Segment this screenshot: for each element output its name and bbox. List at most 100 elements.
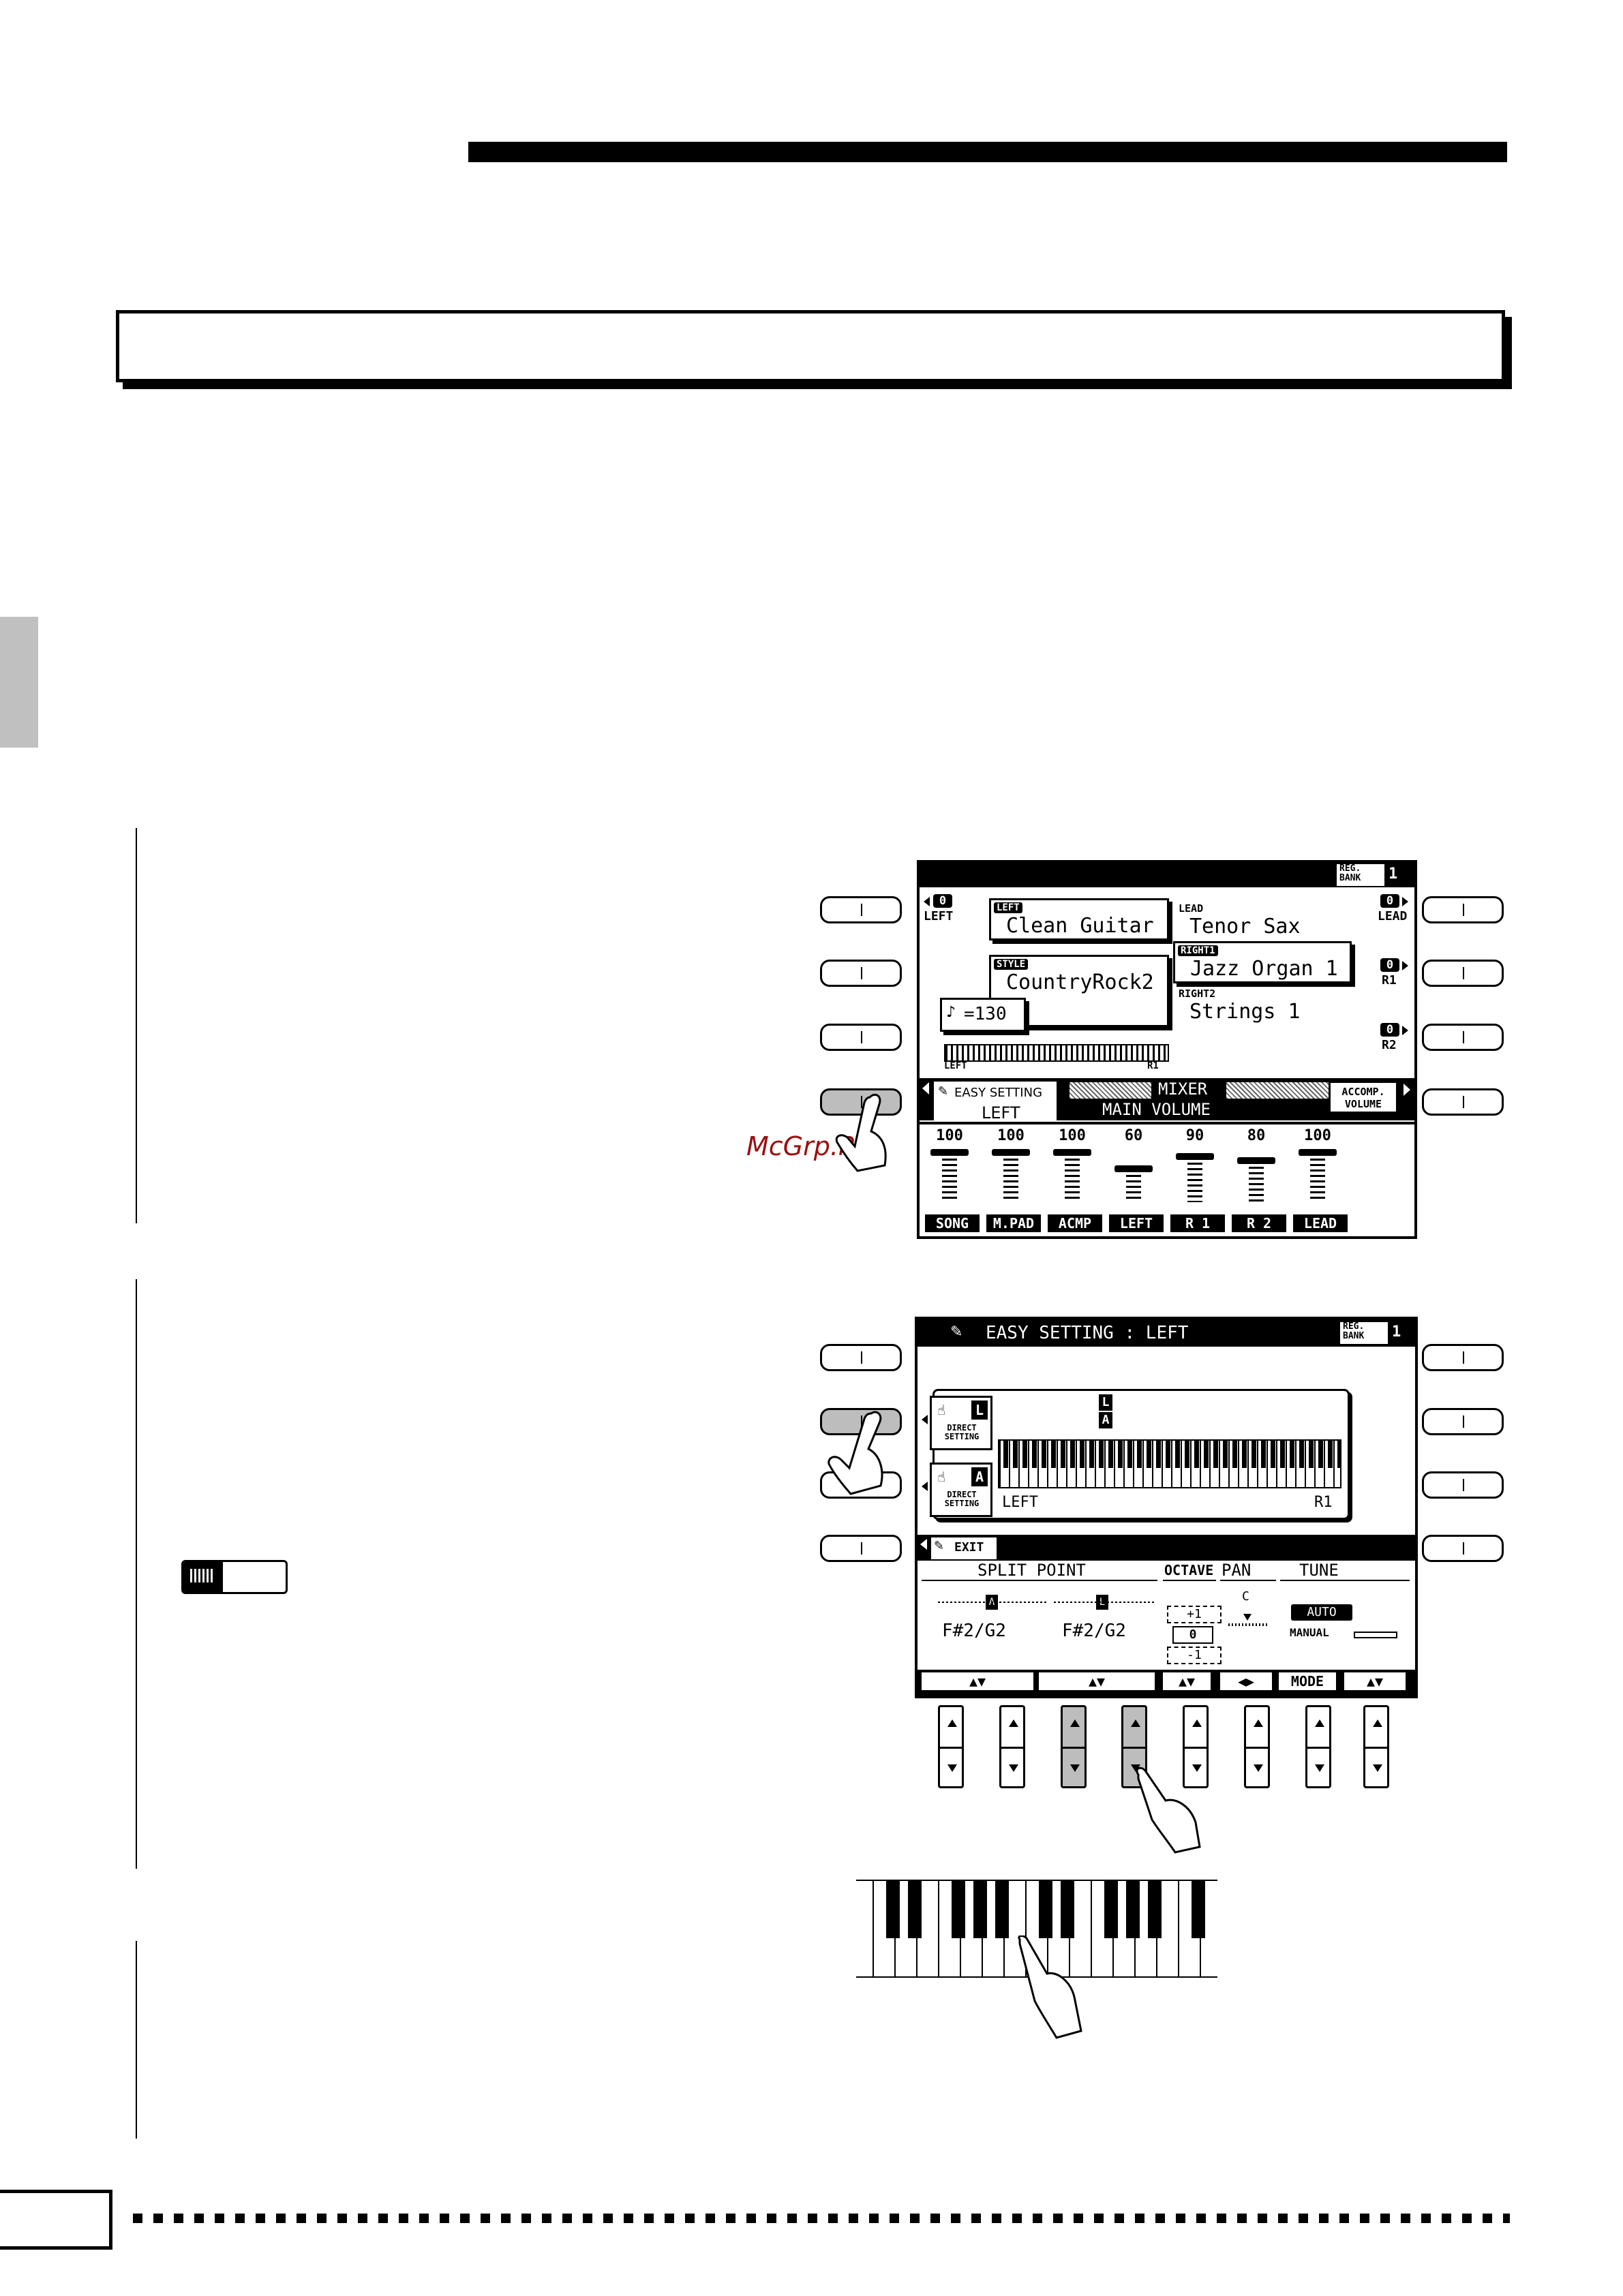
reg-bank-number: 1	[1389, 866, 1398, 883]
piano-black-key[interactable]	[973, 1881, 987, 1938]
chapter-tab	[0, 617, 38, 748]
volume-fader[interactable]	[1237, 1157, 1275, 1202]
up-down-button[interactable]	[1363, 1705, 1389, 1788]
tempo-box[interactable]: ♪ =130	[940, 998, 1026, 1032]
split-underline	[922, 1580, 1157, 1581]
channel-tab[interactable]: SONG	[925, 1214, 980, 1232]
right-panel-button-4[interactable]	[1422, 1088, 1504, 1116]
right2-label: RIGHT2	[1179, 988, 1216, 1000]
piano-black-key[interactable]	[1104, 1881, 1118, 1938]
exit-label: EXIT	[954, 1540, 984, 1555]
split-keyboard-black-keys	[999, 1441, 1340, 1468]
s2-left-button-1[interactable]	[820, 1344, 902, 1371]
left-panel-button-1[interactable]	[820, 896, 902, 923]
s2-reg-bank-number: 1	[1392, 1323, 1401, 1341]
octave-plus[interactable]: +1	[1167, 1606, 1222, 1623]
s2-right-button-4[interactable]	[1422, 1535, 1504, 1562]
right1-voice-name: Jazz Organ 1	[1190, 957, 1338, 981]
right1-voice-box[interactable]: RIGHT1 Jazz Organ 1	[1173, 941, 1352, 983]
octave-minus[interactable]: -1	[1167, 1647, 1222, 1664]
step-rule-1	[136, 828, 137, 1223]
direct2-mark: A	[971, 1467, 988, 1486]
tune-slider[interactable]	[1354, 1632, 1397, 1638]
style-tag: STYLE	[994, 959, 1029, 970]
left-panel-button-2[interactable]	[820, 960, 902, 987]
s2-function-tab[interactable]: ▲▼	[922, 1672, 1033, 1690]
piano-black-key[interactable]	[1061, 1881, 1074, 1938]
up-down-button[interactable]	[938, 1705, 964, 1788]
piano-black-key[interactable]	[908, 1881, 922, 1938]
easy-setting-button[interactable]: ✎ EASY SETTING LEFT	[932, 1080, 1059, 1123]
fader-value: 100	[1304, 1127, 1331, 1144]
channel-tab[interactable]: ACMP	[1048, 1214, 1102, 1232]
volume-fader[interactable]	[1299, 1149, 1337, 1202]
piano-black-key[interactable]	[1039, 1881, 1052, 1938]
channel-tab[interactable]: M.PAD	[986, 1214, 1041, 1232]
mixer-divider	[920, 1120, 1414, 1122]
pan-header: PAN	[1222, 1561, 1252, 1580]
exit-button[interactable]: ✎ EXIT	[930, 1536, 998, 1561]
up-down-button[interactable]	[1183, 1705, 1209, 1788]
right-panel-button-1[interactable]	[1422, 896, 1504, 923]
tune-underline	[1280, 1580, 1410, 1581]
s2-function-tab[interactable]: ◀▶	[1220, 1672, 1272, 1690]
up-down-button[interactable]	[1305, 1705, 1331, 1788]
channel-tab[interactable]: R 2	[1232, 1214, 1286, 1232]
split-l-value[interactable]: F#2/G2	[1062, 1621, 1126, 1641]
style-box[interactable]: STYLE CountryRock2	[989, 955, 1169, 1027]
s2-function-tab[interactable]: ▲▼	[1039, 1672, 1155, 1690]
mini-keyboard	[944, 1044, 1169, 1062]
tune-auto[interactable]: AUTO	[1291, 1604, 1352, 1621]
volume-fader[interactable]	[930, 1149, 969, 1202]
direct-setting-button-l[interactable]: DIRECT SETTING L ☝	[930, 1396, 992, 1450]
octave-zero[interactable]: 0	[1172, 1626, 1213, 1644]
page-number-box	[0, 2190, 112, 2250]
s2-function-tab[interactable]: ▲▼	[1344, 1672, 1406, 1690]
channel-tab[interactable]: LEAD	[1293, 1214, 1348, 1232]
split-keyboard[interactable]	[998, 1439, 1341, 1488]
direct2-label: DIRECT SETTING	[944, 1490, 980, 1508]
footer-dotted-rule	[133, 2214, 1510, 2223]
pan-scale[interactable]	[1228, 1623, 1269, 1626]
channel-tab[interactable]: R 1	[1170, 1214, 1225, 1232]
screen2-title: EASY SETTING : LEFT	[986, 1323, 1189, 1343]
volume-fader[interactable]	[1114, 1165, 1153, 1202]
volume-fader[interactable]	[1176, 1153, 1214, 1202]
left-side-label: LEFT	[924, 909, 954, 923]
s2-right-button-2[interactable]	[1422, 1408, 1504, 1435]
piano-black-key[interactable]	[1126, 1881, 1140, 1938]
channel-tab[interactable]: LEFT	[1109, 1214, 1164, 1232]
tune-manual[interactable]: MANUAL	[1290, 1626, 1329, 1639]
volume-fader[interactable]	[992, 1149, 1030, 1202]
up-down-button[interactable]	[999, 1705, 1025, 1788]
exit-icon: ✎	[934, 1539, 945, 1553]
s2-function-tab[interactable]: MODE	[1279, 1672, 1336, 1690]
up-down-button[interactable]	[1244, 1705, 1270, 1788]
left-panel-button-4[interactable]	[820, 1088, 902, 1116]
accomp-volume-button[interactable]: ACCOMP. VOLUME	[1329, 1081, 1398, 1114]
left-octave-badge: 0	[933, 894, 952, 908]
left-panel-button-3[interactable]	[820, 1024, 902, 1051]
screen2-title-bar	[917, 1319, 1415, 1347]
piano-black-key[interactable]	[995, 1881, 1009, 1938]
volume-fader[interactable]	[1053, 1149, 1091, 1202]
r2-side-label: R2	[1382, 1038, 1397, 1052]
right-panel-button-2[interactable]	[1422, 960, 1504, 987]
up-down-button[interactable]	[1061, 1705, 1087, 1788]
octave-header: OCTAVE	[1164, 1562, 1214, 1578]
piano-black-key[interactable]	[1148, 1881, 1162, 1938]
split-a-value[interactable]: F#2/G2	[942, 1621, 1006, 1641]
s2-right-button-1[interactable]	[1422, 1344, 1504, 1371]
s2-function-tab[interactable]: ▲▼	[1163, 1672, 1211, 1690]
pan-underline	[1220, 1580, 1276, 1581]
s2-right-button-3[interactable]	[1422, 1471, 1504, 1499]
s2-left-button-4[interactable]	[820, 1535, 902, 1562]
right-panel-button-3[interactable]	[1422, 1024, 1504, 1051]
direct-setting-button-a[interactable]: DIRECT SETTING A ☝	[930, 1463, 992, 1517]
piano-black-key[interactable]	[952, 1881, 965, 1938]
step-rule-2	[136, 1279, 137, 1869]
left-voice-box[interactable]: LEFT Clean Guitar	[989, 898, 1169, 940]
piano-black-key[interactable]	[886, 1881, 900, 1938]
piano-black-key[interactable]	[1192, 1881, 1205, 1938]
lead-arrow-icon	[1402, 897, 1408, 906]
